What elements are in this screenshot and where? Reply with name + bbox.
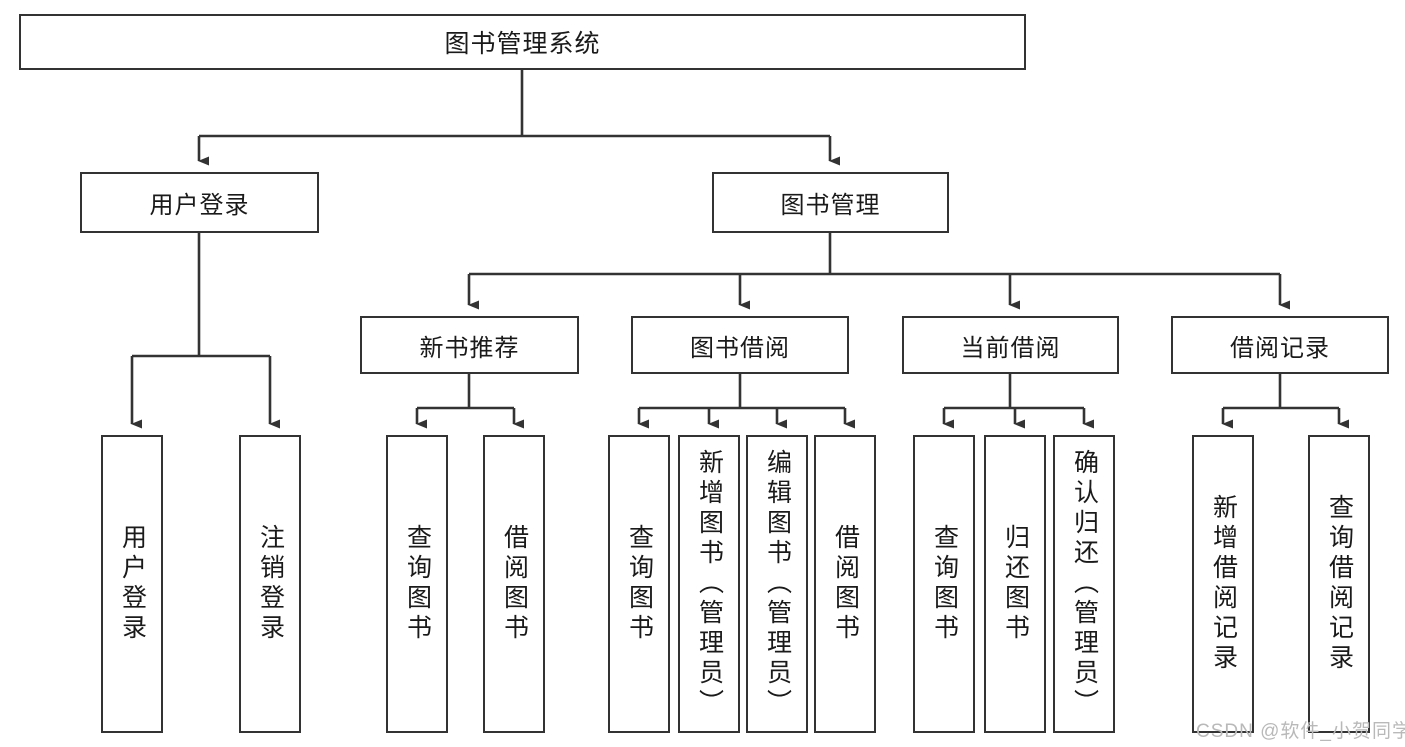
node-leaf-borrow-book-1[interactable]: 借阅图书 <box>483 435 545 733</box>
node-leaf-query-book-3[interactable]: 查询图书 <box>913 435 975 733</box>
node-new-book-recommend[interactable]: 新书推荐 <box>360 316 579 374</box>
node-label: 编辑图书（管理员） <box>763 449 792 719</box>
node-label: 用户登录 <box>149 192 250 219</box>
node-label: 借阅图书 <box>831 524 860 644</box>
node-leaf-query-record[interactable]: 查询借阅记录 <box>1308 435 1370 733</box>
node-borrow-record[interactable]: 借阅记录 <box>1171 316 1389 374</box>
node-label: 新增借阅记录 <box>1209 494 1238 674</box>
node-label: 查询图书 <box>625 524 654 644</box>
node-label: 用户登录 <box>118 524 147 644</box>
node-leaf-edit-book[interactable]: 编辑图书（管理员） <box>746 435 808 733</box>
node-current-borrow[interactable]: 当前借阅 <box>902 316 1119 374</box>
node-leaf-borrow-book-2[interactable]: 借阅图书 <box>814 435 876 733</box>
node-label: 新书推荐 <box>419 334 520 362</box>
node-label: 图书管理 <box>780 192 881 219</box>
node-label: 确认归还（管理员） <box>1070 449 1099 719</box>
node-label: 借阅图书 <box>500 524 529 644</box>
node-leaf-add-record[interactable]: 新增借阅记录 <box>1192 435 1254 733</box>
node-label: 新增图书（管理员） <box>695 449 724 719</box>
node-label: 查询借阅记录 <box>1325 494 1354 674</box>
node-label: 当前借阅 <box>960 334 1061 362</box>
node-label: 图书借阅 <box>690 334 790 362</box>
node-label: 借阅记录 <box>1230 334 1330 362</box>
node-leaf-add-book[interactable]: 新增图书（管理员） <box>678 435 740 733</box>
node-label: 归还图书 <box>1001 524 1030 644</box>
node-label: 图书管理系统 <box>444 30 601 58</box>
node-label: 注销登录 <box>256 524 285 644</box>
node-leaf-confirm-return[interactable]: 确认归还（管理员） <box>1053 435 1115 733</box>
node-book-manage[interactable]: 图书管理 <box>712 172 949 233</box>
node-leaf-logout[interactable]: 注销登录 <box>239 435 301 733</box>
node-leaf-query-book-1[interactable]: 查询图书 <box>386 435 448 733</box>
node-label: 查询图书 <box>930 524 959 644</box>
node-root[interactable]: 图书管理系统 <box>19 14 1026 70</box>
node-user-login[interactable]: 用户登录 <box>80 172 319 233</box>
node-leaf-return-book[interactable]: 归还图书 <box>984 435 1046 733</box>
node-book-borrow[interactable]: 图书借阅 <box>631 316 849 374</box>
csdn-watermark: CSDN @软件_小贺同学 <box>1196 721 1405 742</box>
node-label: 查询图书 <box>403 524 432 644</box>
node-leaf-user-login[interactable]: 用户登录 <box>101 435 163 733</box>
node-leaf-query-book-2[interactable]: 查询图书 <box>608 435 670 733</box>
